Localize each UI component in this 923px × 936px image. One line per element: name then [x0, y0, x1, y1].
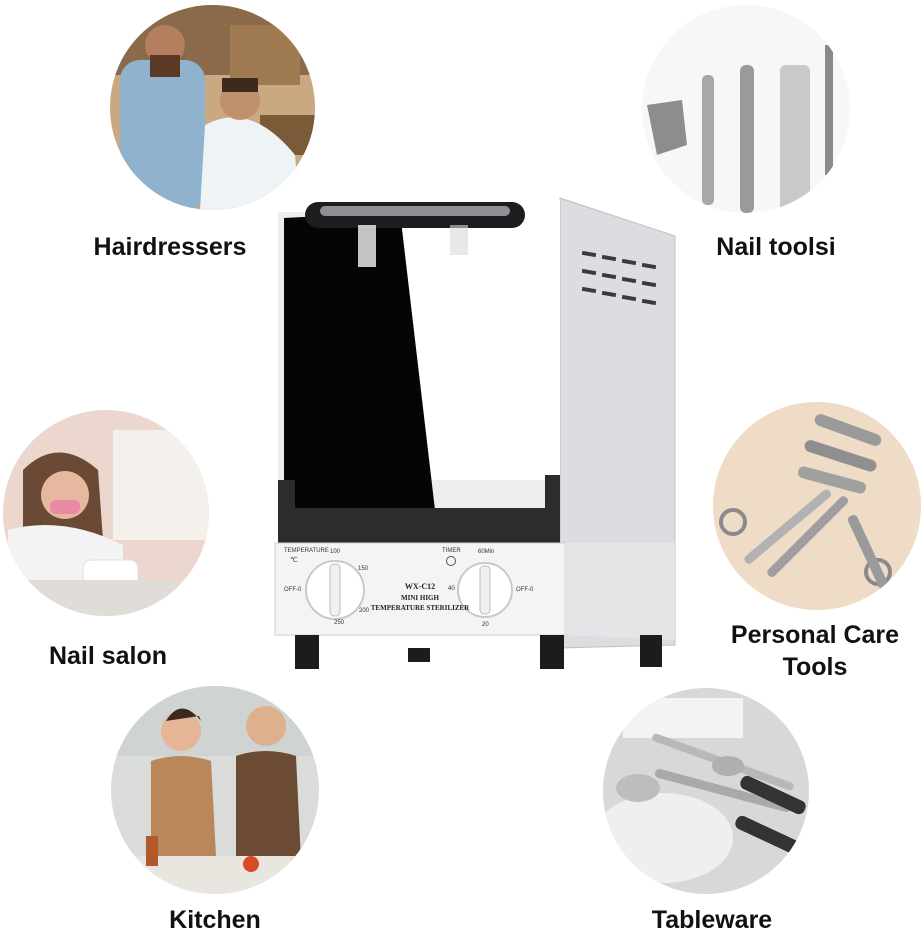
- personal-care-label: Personal Care Tools: [707, 619, 923, 683]
- hairdressers-photo: [110, 5, 315, 210]
- temp-tick-100: 100: [330, 549, 341, 555]
- personal-care-label-line2: Tools: [782, 653, 848, 681]
- nail-tools-photo: [642, 5, 850, 213]
- temp-tick-150: 150: [358, 566, 369, 572]
- kitchen-photo: [111, 686, 319, 894]
- timer-tick-20: 20: [482, 622, 489, 628]
- timer-tick-40: 40: [448, 586, 455, 592]
- tableware-label: Tableware: [651, 906, 773, 934]
- temp-tick-off: OFF-0: [284, 587, 302, 593]
- nail-salon-label: Nail salon: [48, 642, 168, 670]
- personal-care-label-line1: Personal Care: [730, 621, 900, 649]
- model-label: WX-C12: [404, 582, 436, 591]
- nail-tools-label: Nail toolsi: [716, 233, 836, 261]
- product-name-line1: MINI HIGH: [401, 594, 439, 602]
- temp-tick-250: 250: [334, 620, 345, 626]
- timer-icon: [446, 556, 456, 566]
- nail-salon-photo: [3, 410, 209, 616]
- timer-label: TIMER: [442, 548, 461, 554]
- sterilizer-device: TEMPERATURE ℃ 100 150 200 250 OFF-0 TIME…: [270, 190, 685, 680]
- temperature-label: TEMPERATURE: [284, 548, 329, 554]
- timer-tick-60: 60Min: [478, 549, 495, 555]
- hairdressers-label: Hairdressers: [93, 233, 247, 261]
- temperature-unit: ℃: [290, 557, 298, 564]
- tableware-photo: [603, 688, 809, 894]
- temp-tick-200: 200: [359, 608, 370, 614]
- product-name-line2: TEMPERATURE STERILIZER: [370, 604, 470, 612]
- personal-care-tools-photo: [713, 402, 921, 610]
- kitchen-label: Kitchen: [169, 906, 261, 934]
- timer-tick-off: OFF-0: [516, 587, 534, 593]
